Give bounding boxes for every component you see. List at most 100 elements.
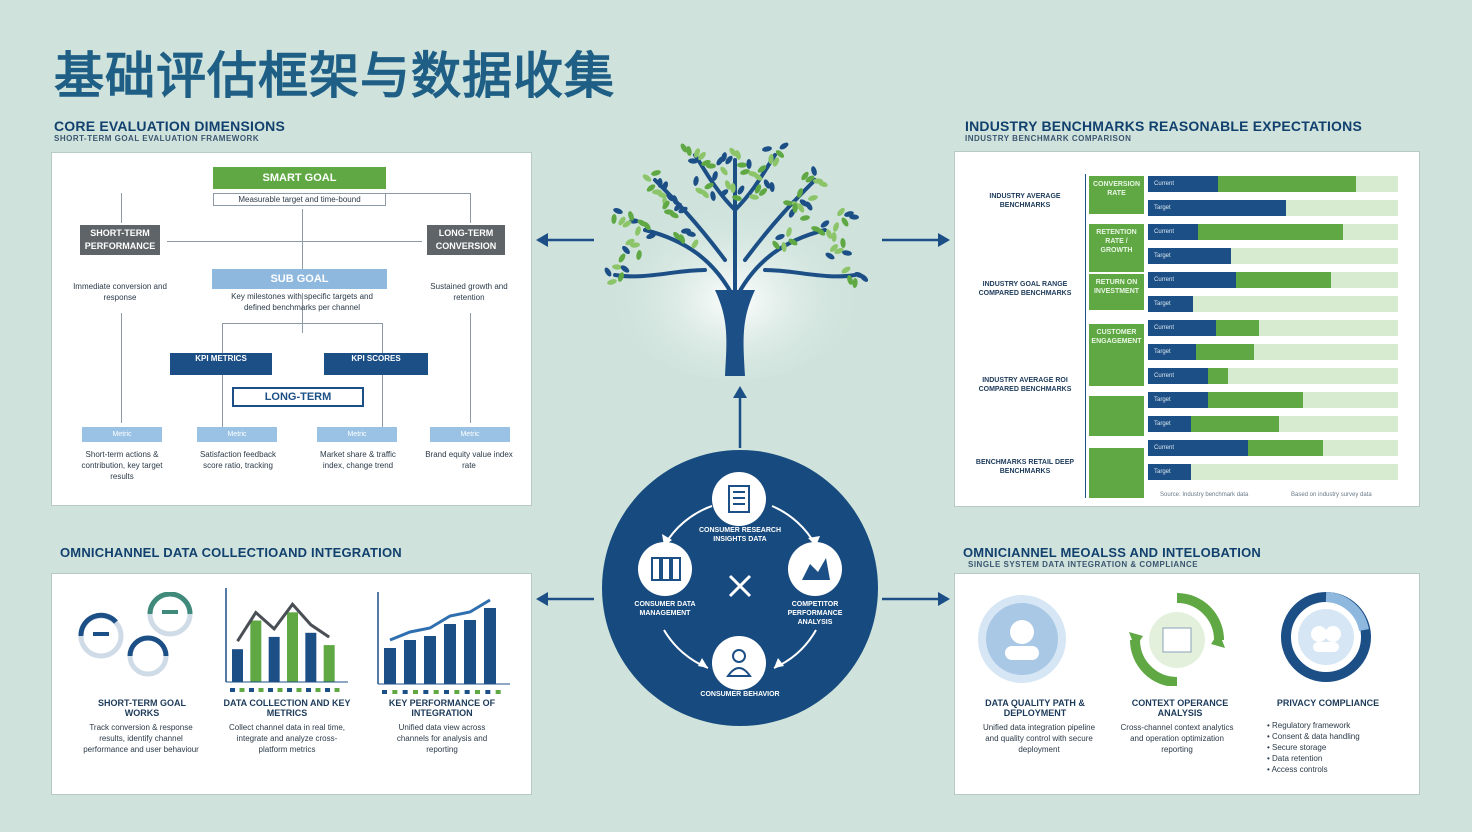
leaf-tag-3: Metric: [317, 427, 397, 442]
tree-leaf: [797, 188, 803, 198]
bench-bar-green: [1216, 320, 1259, 336]
tree-leaf: [646, 184, 656, 192]
omni2-text-2: Cross-channel context analytics and oper…: [1120, 723, 1234, 754]
tree-leaf: [842, 250, 852, 256]
tree-leaf: [625, 238, 635, 246]
chart-tick: [454, 690, 460, 694]
tree-leaf: [729, 147, 737, 157]
tree-leaf: [630, 242, 640, 248]
bench-cat-3: RETURN ON INVESTMENT: [1089, 274, 1144, 310]
chart-bar: [384, 648, 396, 684]
bench-cat-5: [1089, 396, 1144, 436]
kpi-left-box: KPI METRICS: [170, 353, 272, 375]
chart-tick: [239, 688, 245, 692]
bench-cat-6: [1089, 448, 1144, 498]
arrow-left-bottom: [536, 592, 594, 606]
tree-leaf: [805, 175, 815, 183]
chart-tick: [258, 688, 264, 692]
tree-leaf: [775, 150, 785, 158]
chart-tick: [268, 688, 273, 692]
tree-leaf: [841, 217, 849, 227]
chart-tick: [392, 690, 398, 694]
tree-leaf: [763, 179, 771, 189]
tree-leaf: [613, 208, 623, 214]
hub-bottom-label: CONSUMER BEHAVIOR: [700, 691, 780, 698]
tree-leaf: [651, 170, 661, 176]
tree-leaf: [716, 156, 724, 166]
omni2-head-1: DATA QUALITY PATH & DEPLOYMENT: [985, 698, 1085, 718]
tree-leaf: [704, 182, 714, 190]
bench-bar-navy: Target: [1148, 416, 1191, 432]
tree-leaf: [664, 209, 674, 215]
omni-card-head-3: KEY PERFORMANCE OF INTEGRATION: [388, 698, 496, 718]
omni-card-text-1: Track conversion & response results, ide…: [83, 723, 199, 754]
chart-tick: [287, 688, 292, 692]
tree-leaf: [642, 174, 652, 182]
tree-leaf: [725, 155, 733, 165]
tree-leaf: [788, 238, 798, 246]
chart-trend-line: [236, 601, 331, 643]
tree-leaf: [686, 146, 692, 156]
chart-bar: [404, 640, 416, 684]
leaf-tag-2: Metric: [197, 427, 277, 442]
bench-bar-navy: Target: [1148, 464, 1191, 480]
tree-leaf: [607, 279, 617, 285]
bench-bar-row: Current: [1148, 368, 1398, 384]
tree-leaf: [808, 195, 818, 201]
tree-leaf: [672, 195, 678, 205]
tree-leaf: [811, 226, 821, 232]
tree-leaf: [617, 272, 625, 282]
chart-tick: [485, 690, 491, 694]
tree-leaf: [680, 143, 688, 153]
long-term-desc: Sustained growth and retention: [430, 282, 508, 302]
omni2-head-2: CONTEXT OPERANCE ANALYSIS: [1131, 698, 1229, 718]
page-title: 基础评估框架与数据收集: [54, 47, 615, 105]
bench-bar-row: Target: [1148, 296, 1398, 312]
bench-bar-green: [1198, 224, 1343, 240]
chart-tick: [413, 690, 418, 694]
tree-leaf: [719, 189, 729, 197]
data-quality-icon: [978, 595, 1066, 683]
tree-leaf: [636, 250, 642, 260]
bench-section-title: INDUSTRY BENCHMARKS REASONABLE EXPECTATI…: [965, 118, 1362, 134]
omni-card-text-2: Collect channel data in real time, integ…: [228, 723, 346, 754]
tree-leaf: [829, 244, 839, 252]
gauges-illustration: [78, 592, 193, 677]
tree-leaf: [724, 180, 732, 190]
tree-leaf: [622, 220, 632, 228]
tree-leaf: [837, 207, 845, 217]
bench-cat-2: RETENTION RATE / GROWTH: [1089, 224, 1144, 272]
omni-card-head-1: SHORT-TERM GOAL WORKS: [98, 698, 186, 718]
chart-tick: [325, 688, 330, 692]
tree-leaf: [831, 232, 837, 242]
bench-bar-green: [1208, 368, 1228, 384]
omni2-head-3: PRIVACY COMPLIANCE: [1276, 698, 1380, 708]
bench-bar-row: Current: [1148, 272, 1398, 288]
omni2-section-subtitle: SINGLE SYSTEM DATA INTEGRATION & COMPLIA…: [968, 560, 1199, 569]
chart-tick: [423, 690, 429, 694]
tree-leaf: [674, 202, 682, 212]
tree-leaf: [706, 163, 716, 169]
bench-bar-navy: Target: [1148, 248, 1231, 264]
hub-top-label: CONSUMER RESEARCH INSIGHTS DATA: [698, 527, 782, 543]
hub-left-label: CONSUMER DATA MANAGEMENT: [634, 601, 696, 617]
chart-tick: [475, 690, 480, 694]
bench-bar-navy: Current: [1148, 272, 1236, 288]
short-term-box: SHORT-TERM PERFORMANCE: [80, 225, 160, 255]
bench-bar-row: Current: [1148, 224, 1398, 240]
tree-leaf: [792, 203, 798, 213]
tree-leaf: [748, 171, 758, 177]
chart-bar: [305, 632, 317, 682]
tree-leaf: [811, 166, 817, 176]
bench-bar-green: [1248, 440, 1323, 456]
tree-leaf: [852, 278, 858, 288]
chart-trend-line: [389, 598, 491, 642]
bench-cat-1: CONVERSION RATE: [1089, 176, 1144, 214]
bench-cat-4: CUSTOMER ENGAGEMENT: [1089, 324, 1144, 386]
tree-leaf: [786, 227, 792, 237]
omni2-panel: DATA QUALITY PATH & DEPLOYMENT CONTEXT O…: [954, 573, 1420, 795]
bench-bar-row: Target: [1148, 392, 1398, 408]
tree-leaf: [710, 191, 716, 201]
short-term-desc: Immediate conversion and response: [73, 282, 167, 302]
chart-tick: [230, 688, 235, 692]
